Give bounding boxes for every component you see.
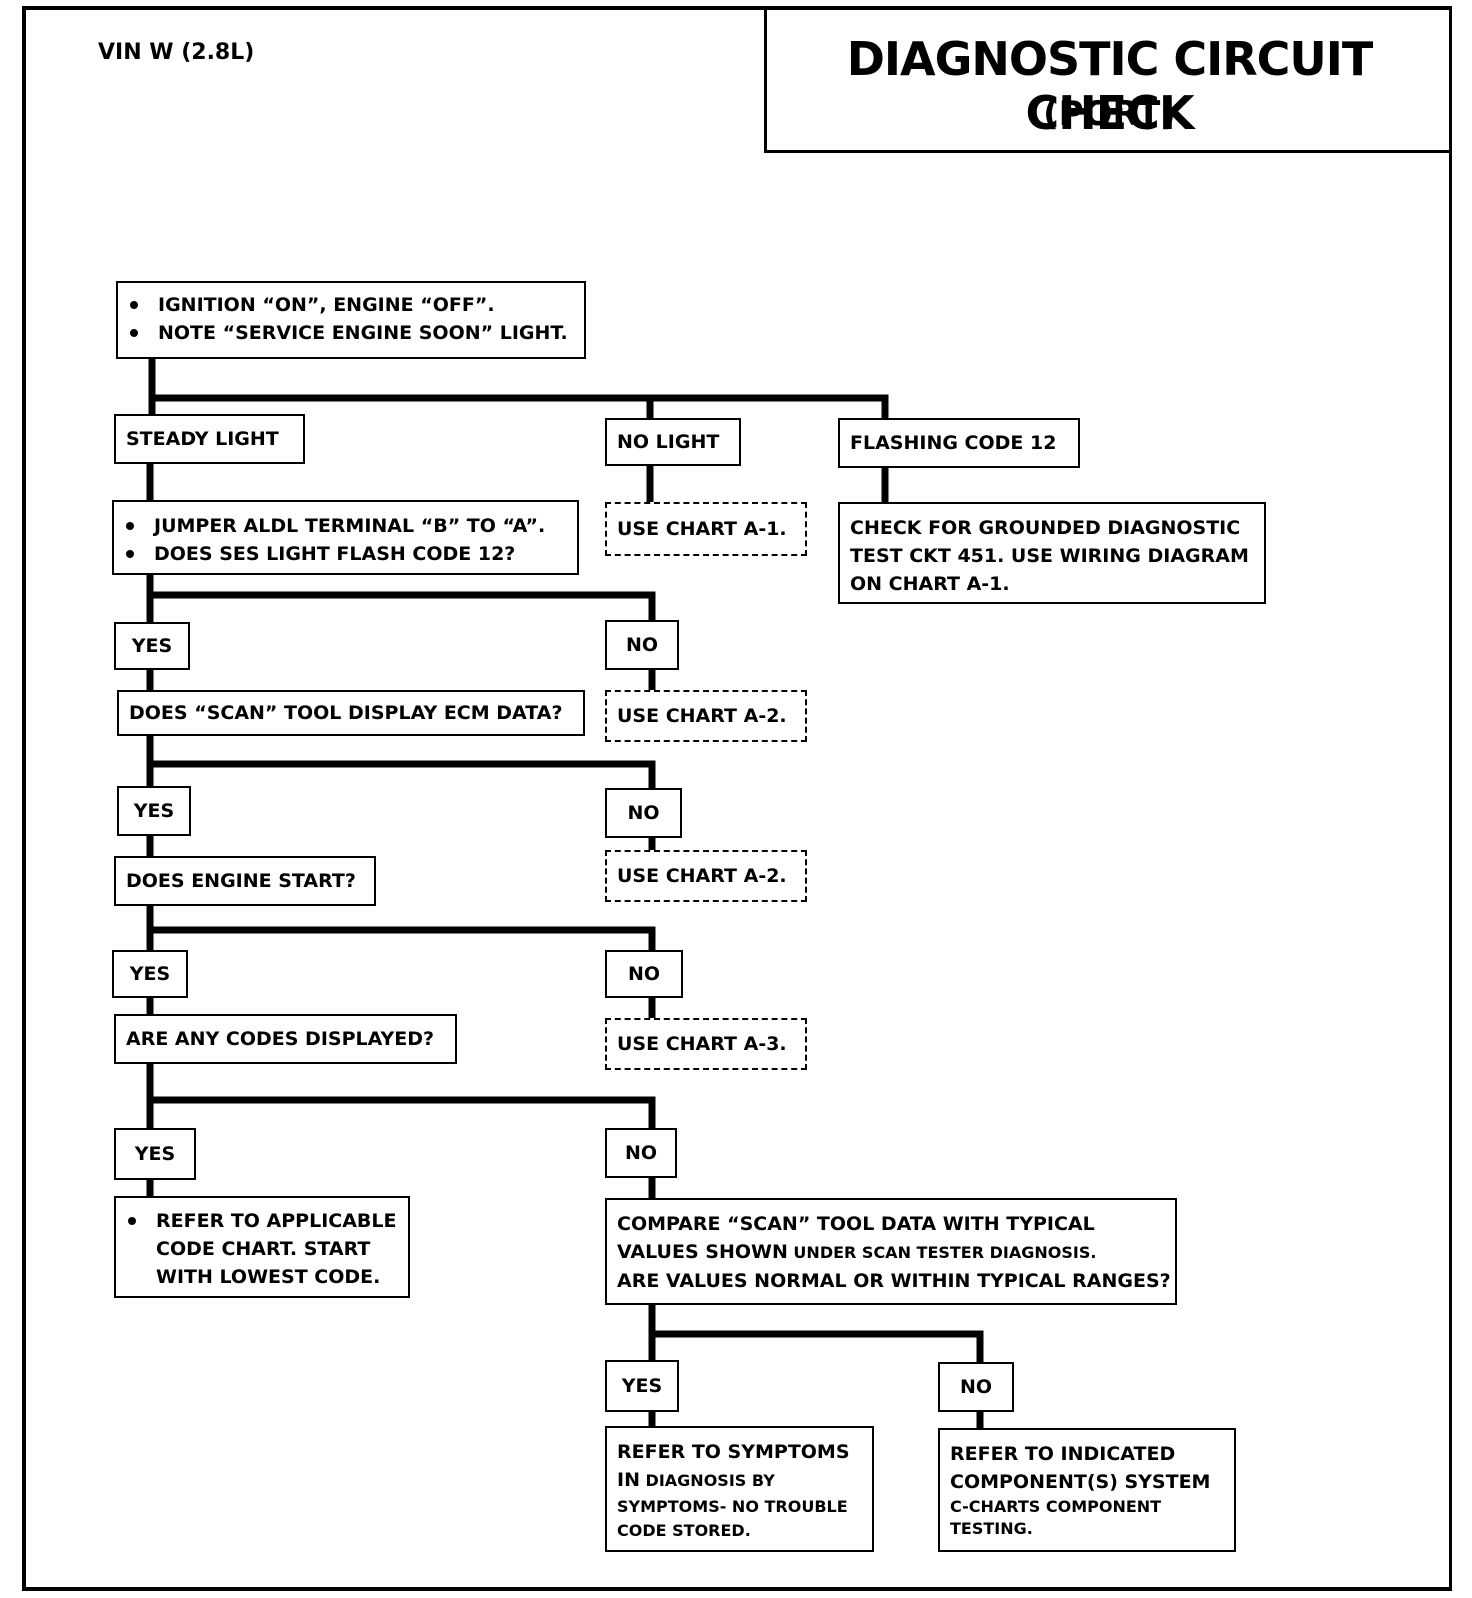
component-line-3: C-CHARTS COMPONENT bbox=[950, 1497, 1162, 1516]
chart-title: DIAGNOSTIC CIRCUIT CHECK bbox=[846, 32, 1374, 140]
steady-light-box: STEADY LIGHT bbox=[114, 414, 305, 464]
check-line-3: ON CHART A-1. bbox=[850, 573, 1010, 595]
yes-box-5: YES bbox=[605, 1360, 679, 1412]
yes-box-3: YES bbox=[112, 950, 188, 998]
compare-scan-box: COMPARE “SCAN” TOOL DATA WITH TYPICAL VA… bbox=[605, 1198, 1177, 1305]
no-box-1: NO bbox=[605, 620, 679, 670]
symptoms-line-1: REFER TO SYMPTOMS bbox=[617, 1441, 850, 1463]
component-line-1: REFER TO INDICATED bbox=[950, 1443, 1176, 1465]
symptoms-line-4: CODE STORED. bbox=[617, 1521, 751, 1540]
no-box-2: NO bbox=[605, 788, 682, 838]
component-line-4: TESTING. bbox=[950, 1519, 1033, 1538]
start-box: IGNITION “ON”, ENGINE “OFF”. NOTE “SERVI… bbox=[116, 281, 586, 359]
yes-box-2: YES bbox=[117, 786, 191, 836]
step-jumper: JUMPER ALDL TERMINAL “B” TO “A”. bbox=[124, 512, 567, 540]
compare-line-2: VALUES SHOWN UNDER SCAN TESTER DIAGNOSIS… bbox=[617, 1238, 1165, 1267]
jumper-box: JUMPER ALDL TERMINAL “B” TO “A”. DOES SE… bbox=[112, 500, 579, 575]
use-chart-a1-box: USE CHART A-1. bbox=[605, 502, 807, 556]
codes-displayed-box: ARE ANY CODES DISPLAYED? bbox=[114, 1014, 457, 1064]
refer-code-line-1: REFER TO APPLICABLE bbox=[126, 1207, 398, 1235]
no-box-4: NO bbox=[605, 1128, 677, 1178]
check-line-2: TEST CKT 451. USE WIRING DIAGRAM bbox=[850, 545, 1249, 567]
use-chart-a2-box-2: USE CHART A-2. bbox=[605, 850, 807, 902]
use-chart-a3-box: USE CHART A-3. bbox=[605, 1018, 807, 1070]
vin-label: VIN W (2.8L) bbox=[98, 40, 255, 65]
symptoms-line-2a: IN bbox=[617, 1469, 640, 1491]
refer-symptoms-box: REFER TO SYMPTOMS IN DIAGNOSIS BY SYMPTO… bbox=[605, 1426, 874, 1552]
check-line-1: CHECK FOR GROUNDED DIAGNOSTIC bbox=[850, 517, 1241, 539]
refer-code-line-3: WITH LOWEST CODE. bbox=[156, 1266, 381, 1288]
flashing-code-box: FLASHING CODE 12 bbox=[838, 418, 1080, 468]
compare-line-3: ARE VALUES NORMAL OR WITHIN TYPICAL RANG… bbox=[617, 1270, 1171, 1292]
symptoms-line-2: IN DIAGNOSIS BY bbox=[617, 1466, 862, 1495]
scan-display-box: DOES “SCAN” TOOL DISPLAY ECM DATA? bbox=[117, 690, 585, 736]
refer-code-line-2: CODE CHART. START bbox=[156, 1238, 371, 1260]
compare-line-1: COMPARE “SCAN” TOOL DATA WITH TYPICAL bbox=[617, 1213, 1095, 1235]
no-box-3: NO bbox=[605, 950, 683, 998]
step-note-light: NOTE “SERVICE ENGINE SOON” LIGHT. bbox=[128, 319, 574, 347]
compare-line-2a: VALUES SHOWN bbox=[617, 1241, 788, 1263]
yes-box-1: YES bbox=[114, 622, 190, 670]
no-light-box: NO LIGHT bbox=[605, 418, 741, 466]
refer-code-box: REFER TO APPLICABLE CODE CHART. START WI… bbox=[114, 1196, 410, 1298]
title-box: DIAGNOSTIC CIRCUIT CHECK (PORT) bbox=[764, 6, 1452, 153]
refer-component-box: REFER TO INDICATED COMPONENT(S) SYSTEM C… bbox=[938, 1428, 1236, 1552]
check-grounded-box: CHECK FOR GROUNDED DIAGNOSTIC TEST CKT 4… bbox=[838, 502, 1266, 604]
symptoms-line-2b: DIAGNOSIS BY bbox=[639, 1471, 775, 1490]
no-box-5: NO bbox=[938, 1362, 1014, 1412]
compare-line-2b: UNDER SCAN TESTER DIAGNOSIS. bbox=[787, 1243, 1097, 1262]
engine-start-box: DOES ENGINE START? bbox=[114, 856, 376, 906]
yes-box-4: YES bbox=[114, 1128, 196, 1180]
step-flash-question: DOES SES LIGHT FLASH CODE 12? bbox=[124, 540, 567, 568]
symptoms-line-3: SYMPTOMS- NO TROUBLE bbox=[617, 1497, 848, 1516]
use-chart-a2-box-1: USE CHART A-2. bbox=[605, 690, 807, 742]
chart-subtitle: (PORT) bbox=[1043, 94, 1176, 134]
step-ignition-on: IGNITION “ON”, ENGINE “OFF”. bbox=[128, 291, 574, 319]
component-line-2: COMPONENT(S) SYSTEM bbox=[950, 1471, 1211, 1493]
page-frame bbox=[22, 6, 1452, 1591]
